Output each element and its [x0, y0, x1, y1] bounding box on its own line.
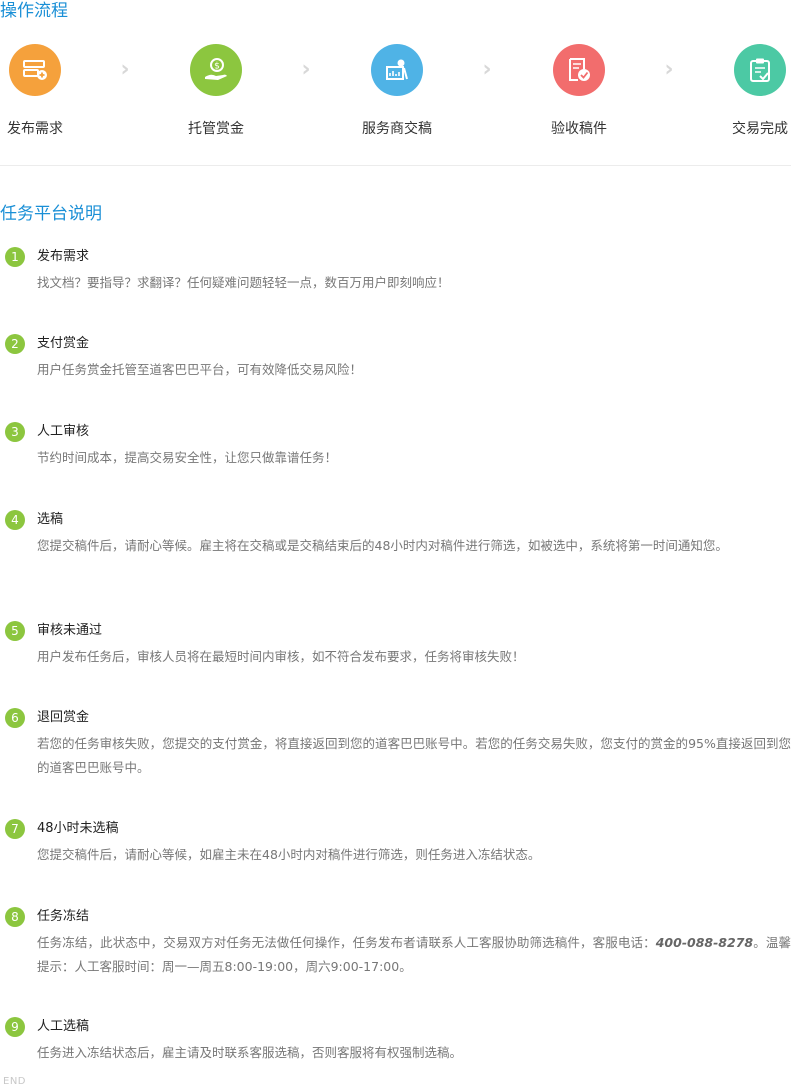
step-publish: 发布需求 [0, 44, 90, 138]
end-marker: END [3, 1076, 26, 1087]
item-title: 退回赏金 [37, 710, 90, 725]
item-title: 人工审核 [37, 424, 90, 439]
item-title: 48小时未选稿 [37, 821, 119, 836]
step-number-badge: 9 [5, 1017, 25, 1037]
item-description: 您提交稿件后，请耐心等候。雇主将在交稿或是交稿结束后的48小时内对稿件进行筛选，… [37, 538, 728, 553]
platform-section-title: 任务平台说明 [0, 204, 102, 224]
step-label: 服务商交稿 [362, 121, 432, 137]
service-phone: 400-088-8278 [655, 935, 754, 950]
step-submit: 服务商交稿 [342, 44, 452, 138]
section-divider [0, 165, 791, 166]
item-title: 发布需求 [37, 249, 90, 264]
step-number-badge: 4 [5, 510, 25, 530]
item-description: 找文档？要指导？求翻译？任何疑难问题轻轻一点，数百万用户即刻响应！ [37, 275, 450, 290]
item-description: 若您的任务审核失败，您提交的支付赏金，将直接返回到您的道客巴巴账号中。若您的任务… [37, 736, 791, 775]
item-title: 支付赏金 [37, 336, 90, 351]
step-accept: 验收稿件 [524, 44, 634, 138]
item-description: 用户发布任务后，审核人员将在最短时间内审核，如不符合发布要求，任务将审核失败！ [37, 649, 525, 664]
item-description: 任务进入冻结状态后，雇主请及时联系客服选稿，否则客服将有权强制选稿。 [37, 1045, 463, 1060]
item-description: 用户任务赏金托管至道客巴巴平台，可有效降低交易风险！ [37, 362, 363, 377]
step-complete: 交易完成 [705, 44, 791, 138]
item-description: 任务冻结，此状态中，交易双方对任务无法做任何操作，任务发布者请联系人工客服协助筛… [37, 931, 791, 979]
step-label: 发布需求 [7, 121, 63, 137]
svg-text:$: $ [214, 62, 220, 72]
desc-text: 。温馨提示：人工客服时间：周一—周五8:00-19:00，周六9:00-17:0… [37, 935, 791, 974]
step-number-badge: 5 [5, 621, 25, 641]
process-section-title: 操作流程 [0, 1, 68, 21]
item-title: 人工选稿 [37, 1019, 90, 1034]
step-escrow: $ 托管赏金 [161, 44, 271, 138]
clipboard-check-icon [734, 44, 786, 96]
chevron-right-icon: › [664, 57, 674, 82]
money-hand-icon: $ [190, 44, 242, 96]
document-check-icon [553, 44, 605, 96]
step-number-badge: 7 [5, 819, 25, 839]
chevron-right-icon: › [120, 57, 130, 82]
chevron-right-icon: › [301, 57, 311, 82]
step-number-badge: 3 [5, 422, 25, 442]
step-label: 交易完成 [732, 121, 788, 137]
chevron-right-icon: › [482, 57, 492, 82]
step-number-badge: 8 [5, 907, 25, 927]
step-number-badge: 1 [5, 247, 25, 267]
server-plus-icon [9, 44, 61, 96]
step-label: 验收稿件 [551, 121, 607, 137]
item-description: 节约时间成本，提高交易安全性，让您只做靠谱任务！ [37, 450, 338, 465]
presenter-board-icon [371, 44, 423, 96]
step-number-badge: 6 [5, 708, 25, 728]
item-title: 选稿 [37, 512, 64, 527]
item-title: 任务冻结 [37, 909, 90, 924]
step-number-badge: 2 [5, 334, 25, 354]
desc-text: 任务冻结，此状态中，交易双方对任务无法做任何操作，任务发布者请联系人工客服协助筛… [37, 935, 656, 950]
item-description: 您提交稿件后，请耐心等候，如雇主未在48小时内对稿件进行筛选，则任务进入冻结状态… [37, 847, 541, 862]
item-title: 审核未通过 [37, 623, 103, 638]
step-label: 托管赏金 [188, 121, 244, 137]
